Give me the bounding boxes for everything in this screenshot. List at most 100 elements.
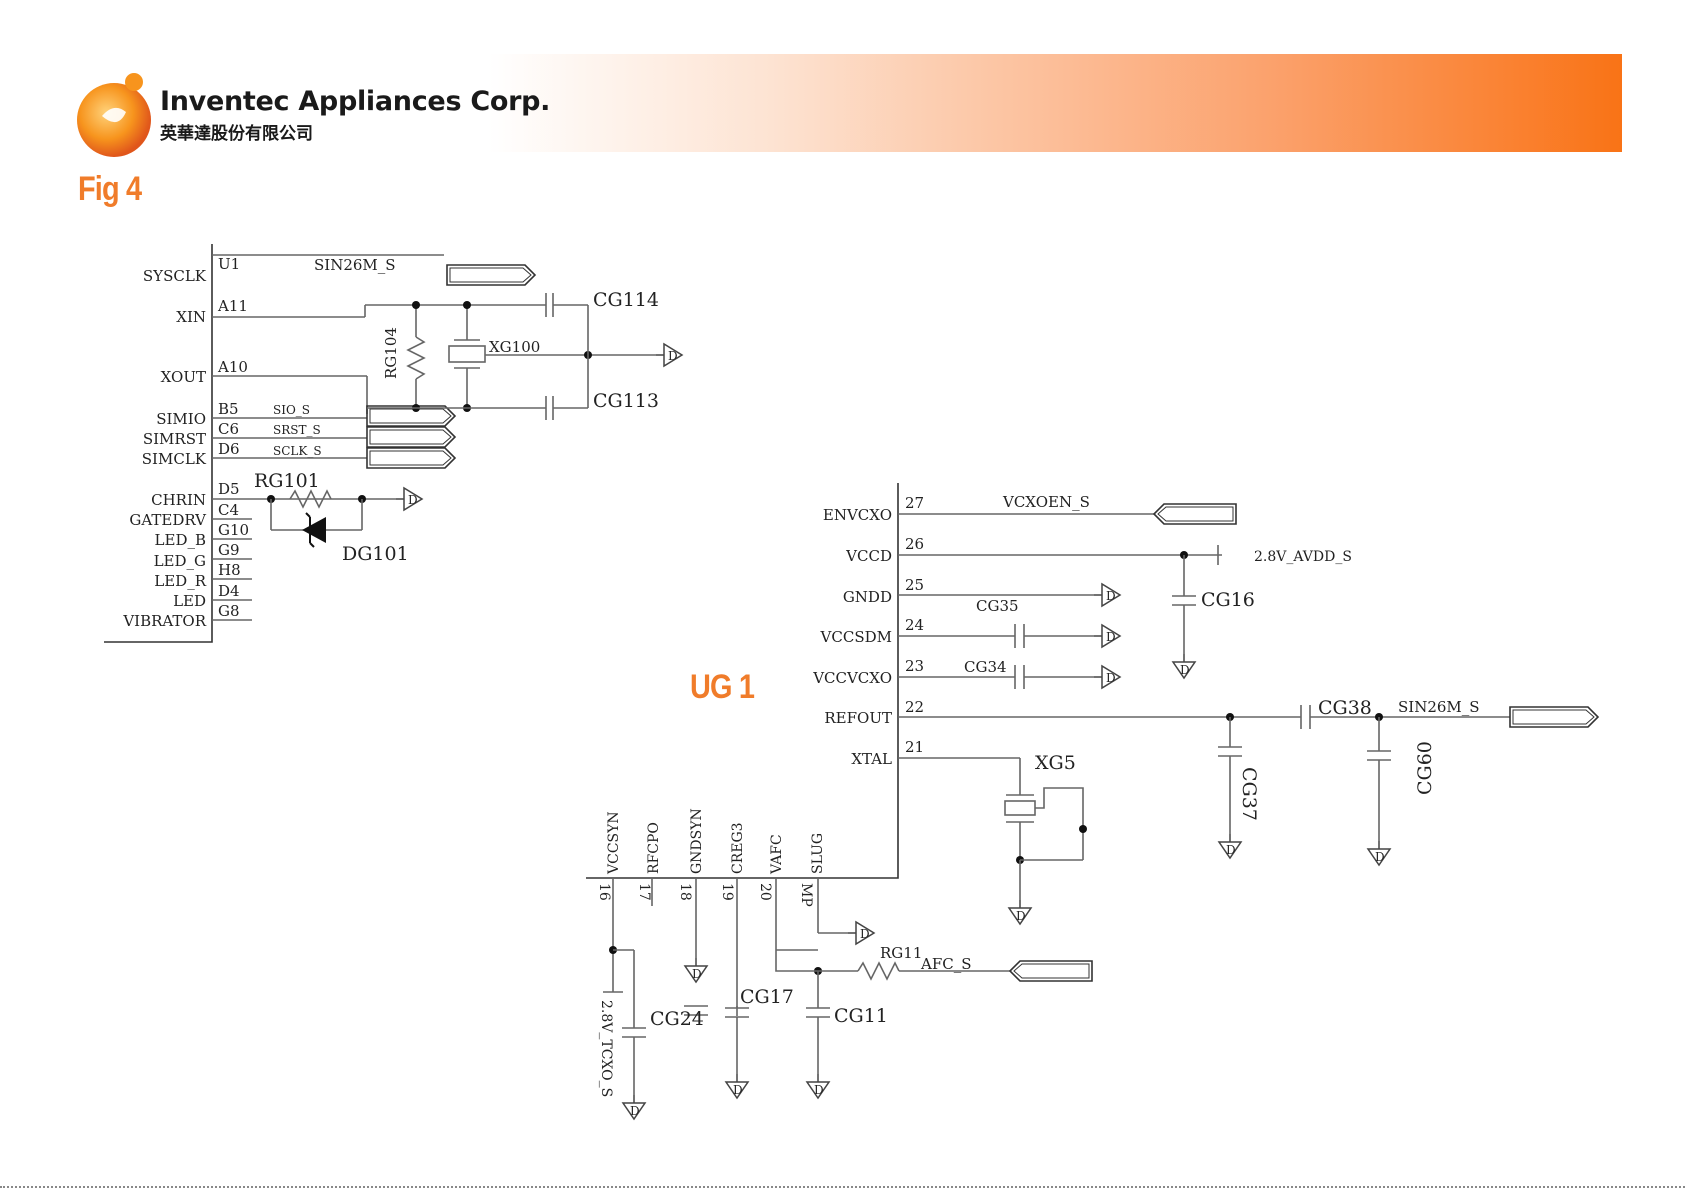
- pin-d6: D6: [218, 440, 240, 458]
- net-sin26m-refout: SIN26M_S: [1398, 698, 1480, 716]
- comp-cg16: CG16: [1201, 589, 1255, 611]
- comp-cg24: CG24: [650, 1008, 704, 1030]
- comp-xg100: XG100: [489, 338, 540, 356]
- comp-cg37: CG37: [1238, 767, 1260, 821]
- chip-label: UG 1: [690, 668, 755, 706]
- signal-sysclk: SYSCLK: [143, 267, 207, 285]
- pin-a10: A10: [217, 358, 248, 376]
- pin-g10: G10: [218, 521, 249, 539]
- pin-d4: D4: [218, 582, 240, 600]
- signal-xout: XOUT: [161, 368, 206, 386]
- comp-rg104: RG104: [382, 327, 400, 379]
- net-sysclk: SIN26M_S: [314, 256, 396, 274]
- pin-u1: U1: [218, 255, 240, 273]
- comp-cg11: CG11: [834, 1005, 888, 1027]
- signal-led: LED: [173, 592, 206, 610]
- signal-gndd: GNDD: [843, 588, 892, 606]
- net-afc: AFC_S: [920, 955, 972, 973]
- pin-a11: A11: [217, 297, 248, 315]
- ground-icon: [1093, 665, 1121, 689]
- company-brand: Inventec Appliances Corp. 英華達股份有限公司: [160, 86, 550, 144]
- bottom-pin-mp: MP: [798, 883, 814, 907]
- bottom-signal-rfcpo: RFCPO: [646, 822, 662, 874]
- signal-gatedrv: GATEDRV: [129, 511, 207, 529]
- ground-icon: [622, 1094, 646, 1120]
- pin-g8: G8: [218, 602, 240, 620]
- net-simio: SIO_S: [273, 403, 310, 417]
- ground-icon: [395, 487, 423, 511]
- comp-cg38: CG38: [1318, 697, 1372, 719]
- comp-cg114: CG114: [593, 289, 659, 311]
- bottom-signal-slug: SLUG: [810, 833, 826, 874]
- comp-cg17: CG17: [740, 986, 794, 1008]
- right-chip-block: ENVCXO VCCD GNDD VCCSDM VCCVCXO REFOUT X…: [586, 483, 1599, 1120]
- pin-21: 21: [905, 738, 924, 756]
- ground-icon: [725, 1073, 749, 1099]
- bottom-pin-16: 16: [596, 883, 612, 901]
- comp-cg113: CG113: [593, 390, 659, 412]
- ground-icon: [847, 921, 875, 945]
- ground-icon: [1093, 624, 1121, 648]
- pin-c4: C4: [218, 501, 239, 519]
- pin-h8: H8: [218, 561, 241, 579]
- orange-sphere-logo-icon: [77, 73, 151, 157]
- envcxo-port-icon: [1153, 503, 1237, 525]
- ground-icon: [1008, 899, 1032, 925]
- bottom-pin-20: 20: [757, 883, 773, 901]
- comp-rg11: RG11: [880, 944, 922, 962]
- signal-simrst: SIMRST: [143, 430, 206, 448]
- company-name-en: Inventec Appliances Corp.: [160, 86, 551, 117]
- signal-led-r: LED_R: [154, 572, 206, 590]
- bottom-signal-vafc: VAFC: [769, 834, 785, 875]
- left-chip-block: SYSCLK XIN XOUT SIMIO SIMRST SIMCLK CHRI…: [104, 244, 683, 643]
- comp-cg34: CG34: [964, 658, 1007, 676]
- ground-icon: [655, 343, 683, 367]
- simrst-port-icon: [366, 426, 456, 448]
- signal-led-g: LED_G: [154, 552, 206, 570]
- pin-c6: C6: [218, 420, 239, 438]
- comp-cg60: CG60: [1414, 741, 1436, 795]
- header-gradient-band: [488, 54, 1622, 152]
- comp-cg35: CG35: [976, 597, 1019, 615]
- ground-icon: [1093, 583, 1121, 607]
- signal-simclk: SIMCLK: [142, 450, 207, 468]
- net-2v8-tcxo: 2.8V_TCXO_S: [598, 1000, 614, 1097]
- figure-label: Fig 4: [78, 170, 142, 208]
- net-simrst: SRST_S: [273, 423, 321, 437]
- ground-icon: [1218, 833, 1242, 859]
- ground-icon: [684, 957, 708, 983]
- bottom-pin-17: 17: [636, 883, 652, 901]
- pin-27: 27: [905, 494, 924, 512]
- simio-port-icon: [366, 405, 456, 427]
- bottom-signal-creg3: CREG3: [730, 822, 746, 874]
- net-simclk: SCLK_S: [273, 444, 322, 458]
- bottom-signal-vccsyn: VCCSYN: [606, 811, 622, 875]
- pin-23: 23: [905, 657, 924, 675]
- company-name-zh: 英華達股份有限公司: [160, 124, 313, 144]
- pin-24: 24: [905, 616, 924, 634]
- simclk-port-icon: [366, 447, 456, 469]
- net-2v8-avdd: 2.8V_AVDD_S: [1254, 549, 1352, 565]
- signal-chrin: CHRIN: [151, 491, 206, 509]
- signal-xin: XIN: [176, 308, 206, 326]
- ground-icon: [1367, 840, 1391, 866]
- comp-rg101: RG101: [254, 470, 320, 492]
- bottom-signal-gndsyn: GNDSYN: [689, 808, 705, 874]
- signal-simio: SIMIO: [156, 410, 206, 428]
- pin-25: 25: [905, 576, 924, 594]
- net-vcxoen: VCXOEN_S: [1002, 493, 1090, 511]
- signal-refout: REFOUT: [824, 709, 892, 727]
- sysclk-port-icon: [446, 264, 536, 286]
- bottom-divider: [0, 1186, 1685, 1188]
- pin-26: 26: [905, 535, 924, 553]
- comp-xg5: XG5: [1035, 752, 1076, 774]
- refout-port-icon: [1509, 706, 1599, 728]
- signal-vccvcxo: VCCVCXO: [812, 669, 892, 687]
- pin-d5: D5: [218, 480, 240, 498]
- ground-icon: [806, 1073, 830, 1099]
- signal-led-b: LED_B: [155, 531, 206, 549]
- bottom-pin-18: 18: [677, 883, 693, 901]
- comp-dg101: DG101: [342, 543, 409, 565]
- bottom-pin-19: 19: [719, 883, 735, 901]
- signal-envcxo: ENVCXO: [823, 506, 892, 524]
